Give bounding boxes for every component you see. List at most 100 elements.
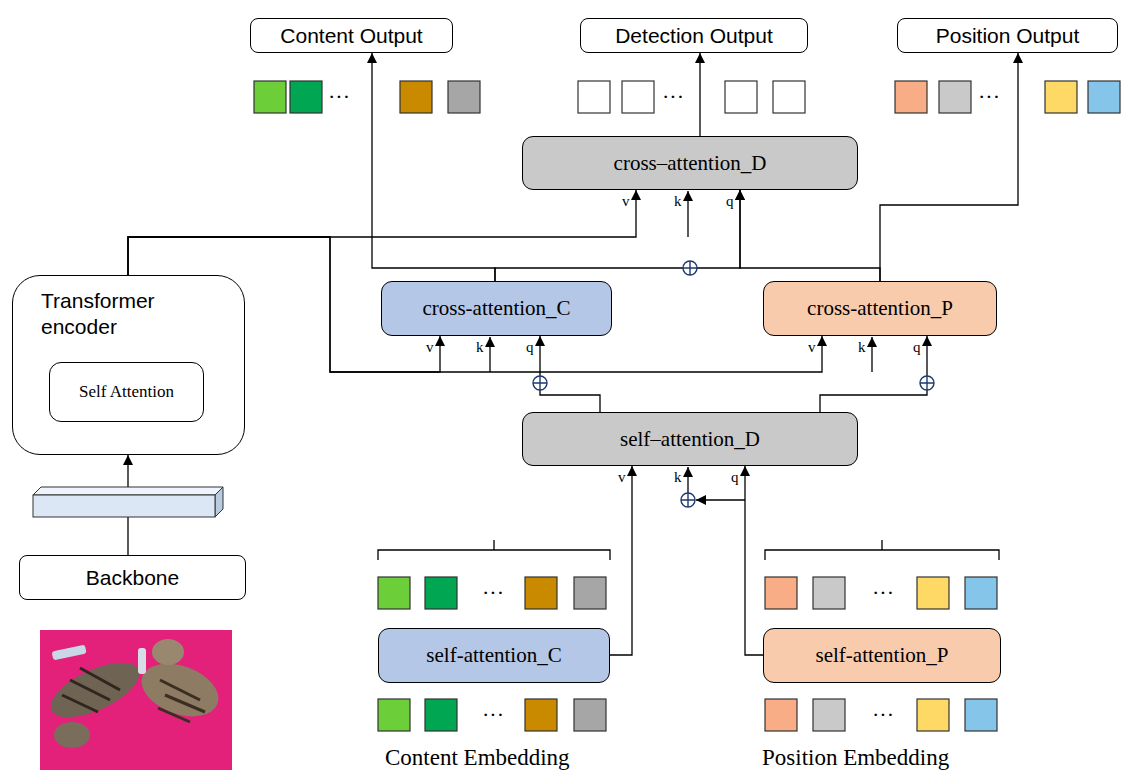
token-square xyxy=(813,577,845,609)
box-label: cross-attention_C xyxy=(422,296,570,321)
token-square xyxy=(254,81,286,113)
attention-block: cross-attention_C xyxy=(381,281,612,336)
cat-stripes xyxy=(158,680,205,722)
connector-arrow xyxy=(820,336,927,412)
key-arrow xyxy=(489,337,490,372)
input-letter: v xyxy=(808,339,816,355)
ellipsis: ··· xyxy=(872,704,894,726)
token-square xyxy=(448,81,480,113)
add-plus xyxy=(533,376,547,390)
add-circle xyxy=(533,376,547,390)
remote-control xyxy=(52,645,87,661)
box-label: self-attention_P xyxy=(816,643,949,668)
embedding-caption: Position Embedding xyxy=(762,745,949,771)
bracket xyxy=(765,540,999,560)
attention-block: self-attention_C xyxy=(378,628,610,683)
connector-arrow xyxy=(540,336,600,412)
feature-bar-side xyxy=(215,487,223,517)
encoder-box: Transformer encoderSelf Attention xyxy=(12,275,245,455)
token-square xyxy=(574,577,606,609)
token-square xyxy=(813,699,845,731)
add-circle xyxy=(920,376,934,390)
token-square xyxy=(1045,81,1077,113)
connector-arrow xyxy=(740,190,880,281)
ellipsis: ··· xyxy=(978,86,1000,108)
output-box: Position Output xyxy=(897,18,1118,53)
token-square xyxy=(773,81,805,113)
output-box: Detection Output xyxy=(580,18,808,53)
token-square xyxy=(965,699,997,731)
token-square xyxy=(400,81,432,113)
photo-ground xyxy=(40,630,232,770)
input-letter: k xyxy=(674,193,682,209)
connector-arrow xyxy=(128,190,636,275)
key-arrow xyxy=(687,467,688,493)
input-letter: k xyxy=(858,339,866,355)
token-square xyxy=(525,699,557,731)
cat-stripes xyxy=(62,668,120,712)
connector-arrow xyxy=(610,466,632,655)
attention-box: Self Attention xyxy=(49,362,204,422)
add-input xyxy=(696,499,745,500)
output-box: Content Output xyxy=(250,18,453,53)
token-square xyxy=(425,699,457,731)
backbone-box: Backbone xyxy=(19,555,246,600)
ellipsis: ··· xyxy=(872,582,894,604)
token-square xyxy=(290,81,322,113)
connector-arrow xyxy=(372,53,495,281)
token-square xyxy=(765,577,797,609)
input-letter: k xyxy=(674,469,682,485)
token-square xyxy=(917,699,949,731)
attention-block: cross-attention_P xyxy=(763,281,997,336)
token-square xyxy=(578,81,610,113)
input-letter: k xyxy=(476,339,484,355)
ellipsis: ··· xyxy=(662,86,684,108)
input-letter: q xyxy=(913,339,921,355)
input-letter: q xyxy=(726,193,734,209)
add-circle xyxy=(681,493,695,507)
add-plus xyxy=(920,376,934,390)
embedding-caption: Content Embedding xyxy=(385,745,570,771)
connector-arrow xyxy=(495,190,740,281)
connector-arrow xyxy=(880,53,1018,281)
token-square xyxy=(1088,81,1120,113)
input-letter: q xyxy=(731,469,739,485)
bracket xyxy=(378,540,610,560)
token-square xyxy=(965,577,997,609)
connector-arrow xyxy=(699,53,700,136)
token-square xyxy=(425,577,457,609)
token-square xyxy=(574,699,606,731)
cat-head xyxy=(152,639,184,665)
cat-body xyxy=(43,652,147,729)
cat-photo xyxy=(40,630,232,770)
input-letter: q xyxy=(526,339,534,355)
input-letter: v xyxy=(426,339,434,355)
ellipsis: ··· xyxy=(482,704,504,726)
box-label: Backbone xyxy=(86,566,179,590)
ellipsis: ··· xyxy=(328,86,350,108)
cat-body xyxy=(134,654,226,726)
key-arrow xyxy=(871,337,872,372)
box-label: self–attention_D xyxy=(620,427,760,452)
token-square xyxy=(765,699,797,731)
token-square xyxy=(525,577,557,609)
cat-head xyxy=(54,722,90,748)
connector-arrow xyxy=(745,466,763,655)
token-square xyxy=(378,577,410,609)
token-square xyxy=(895,81,927,113)
key-arrow xyxy=(687,191,688,237)
remote-control xyxy=(138,648,146,674)
feature-bar-top xyxy=(33,487,223,495)
key-inputs xyxy=(490,191,872,500)
box-label: Detection Output xyxy=(615,24,773,48)
box-label: cross-attention_P xyxy=(807,296,953,321)
token-square xyxy=(939,81,971,113)
input-letter: v xyxy=(618,469,626,485)
feature-bar-front xyxy=(33,495,215,517)
token-square xyxy=(622,81,654,113)
brackets xyxy=(378,540,999,560)
box-label: Content Output xyxy=(280,24,422,48)
attention-block: self–attention_D xyxy=(522,412,858,466)
attention-block: cross–attention_D xyxy=(522,136,858,190)
